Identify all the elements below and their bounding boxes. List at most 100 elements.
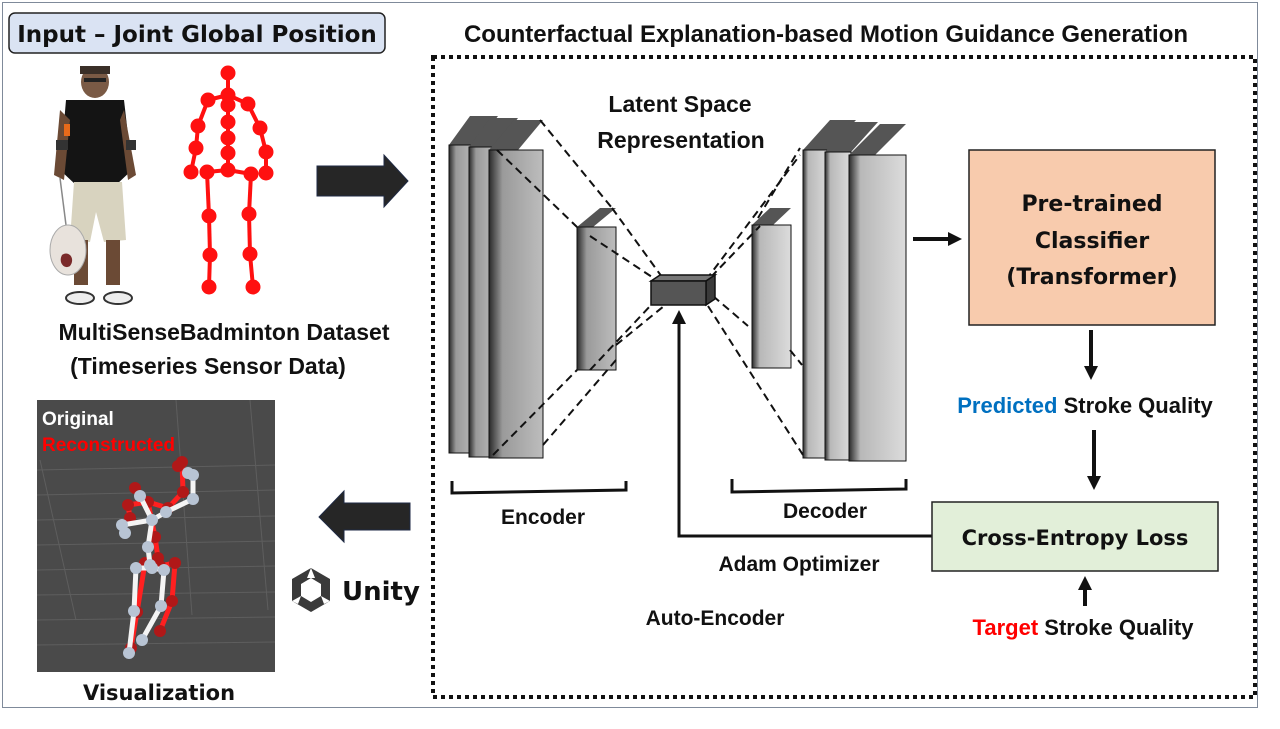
skeleton-joint: [220, 130, 236, 146]
viz-joint: [128, 605, 140, 617]
decoder-slab-small: [751, 208, 792, 369]
viz-joint: [146, 562, 158, 574]
input-label-box: Input – Joint Global Position: [8, 12, 386, 54]
dataset-subtitle: (Timeseries Sensor Data): [70, 353, 346, 379]
encoder-slab: [488, 120, 544, 459]
latent-label-line2: Representation: [597, 127, 764, 153]
legend-reconstructed: Reconstructed: [42, 435, 175, 456]
skeleton-joint: [220, 114, 236, 130]
viz-joint: [158, 564, 170, 576]
skeleton-joint: [241, 206, 257, 222]
encoder-slab-small: [576, 208, 617, 371]
dataset-name: MultiSenseBadminton Dataset: [59, 319, 390, 345]
figure-title: Counterfactual Explanation-based Motion …: [464, 21, 1188, 48]
viz-joint: [182, 467, 194, 479]
viz-joint: [172, 460, 184, 472]
predicted-highlight: Predicted: [957, 393, 1057, 418]
viz-joint: [177, 486, 189, 498]
skeleton-joint: [240, 96, 256, 112]
skeleton-joint: [245, 279, 261, 295]
viz-joint: [160, 506, 172, 518]
decoder-layers: [751, 120, 907, 462]
target-highlight: Target: [973, 615, 1039, 640]
input-label-text: Input – Joint Global Position: [17, 22, 377, 48]
skeleton-joint: [258, 144, 274, 160]
skeleton-joint: [201, 208, 217, 224]
skeleton-joint: [252, 120, 268, 136]
figure-frame: [2, 2, 1258, 708]
skeleton-joint: [220, 162, 236, 178]
viz-joint: [154, 625, 166, 637]
loss-bg: [931, 501, 1219, 572]
projection-lines: [492, 119, 804, 456]
viz-joint: [169, 557, 181, 569]
skeleton-joint: [258, 165, 274, 181]
joint-skeleton: [183, 65, 274, 295]
viz-joint: [122, 499, 134, 511]
unity-cube-icon: [292, 568, 330, 612]
visualization-panel: Original Reconstructed: [36, 399, 276, 672]
classifier-box: Pre-trained Classifier (Transformer): [968, 149, 1216, 326]
viz-joint: [119, 527, 131, 539]
latent-label-line1: Latent Space: [608, 91, 751, 117]
model-dotted-frame: [431, 55, 1257, 699]
viz-joint: [142, 541, 154, 553]
unity-label: Unity: [342, 577, 420, 607]
optimizer-label: Adam Optimizer: [718, 553, 879, 576]
latent-cube: [648, 273, 718, 307]
skeleton-joint: [202, 247, 218, 263]
viz-joint: [166, 595, 178, 607]
encoder-bracket: [450, 481, 628, 495]
unity-logo: Unity: [292, 568, 420, 612]
decoder-bracket: [730, 479, 908, 494]
classifier-line2: Classifier: [1035, 229, 1149, 254]
skeleton-joint: [188, 140, 204, 156]
viz-joint: [136, 634, 148, 646]
target-rest: Stroke Quality: [1038, 615, 1194, 640]
viz-joint: [123, 647, 135, 659]
viz-bone: [131, 565, 139, 614]
legend-original: Original: [42, 409, 114, 430]
encoder-layers: [448, 116, 617, 459]
viz-joint: [155, 600, 167, 612]
decoder-label: Decoder: [783, 500, 867, 523]
skeleton-joint: [200, 92, 216, 108]
classifier-bg: [968, 149, 1216, 326]
classifier-line1: Pre-trained: [1021, 192, 1162, 217]
viz-joint: [130, 562, 142, 574]
viz-joint: [134, 490, 146, 502]
skeleton-joint: [190, 118, 206, 134]
viz-bone: [139, 603, 164, 643]
viz-joint: [146, 514, 158, 526]
person-illustration: [49, 66, 136, 305]
viz-bone: [126, 608, 137, 656]
skeleton-joint: [183, 164, 199, 180]
optimizer-feedback-arrow: [672, 310, 932, 538]
input-label-bg: [8, 12, 386, 54]
skeleton-joint: [201, 279, 217, 295]
autoencoder-label: Auto-Encoder: [646, 607, 785, 630]
skeleton-joint: [242, 246, 258, 262]
skeleton-joint: [199, 164, 215, 180]
visualization-skeletons: [116, 456, 199, 659]
decoder-slab: [848, 124, 907, 462]
target-stroke-quality: Target Stroke Quality: [973, 615, 1195, 640]
encoder-label: Encoder: [501, 506, 585, 529]
classifier-line3: (Transformer): [1006, 265, 1177, 290]
viz-joint: [187, 493, 199, 505]
loss-box: Cross-Entropy Loss: [931, 501, 1219, 572]
skeleton-joint: [243, 166, 259, 182]
skeleton-joint: [220, 65, 236, 81]
arrow-right-icon: [316, 153, 409, 209]
original-skeleton: [116, 467, 199, 659]
viz-bone: [169, 560, 178, 604]
predicted-stroke-quality: Predicted Stroke Quality: [957, 393, 1213, 418]
predicted-rest: Stroke Quality: [1057, 393, 1213, 418]
skeleton-joint: [220, 97, 236, 113]
viz-bone: [158, 567, 167, 609]
arrow-left-icon: [318, 489, 411, 544]
visualization-caption: Visualization: [83, 681, 235, 705]
skeleton-joint: [220, 145, 236, 161]
loss-label: Cross-Entropy Loss: [962, 526, 1189, 550]
